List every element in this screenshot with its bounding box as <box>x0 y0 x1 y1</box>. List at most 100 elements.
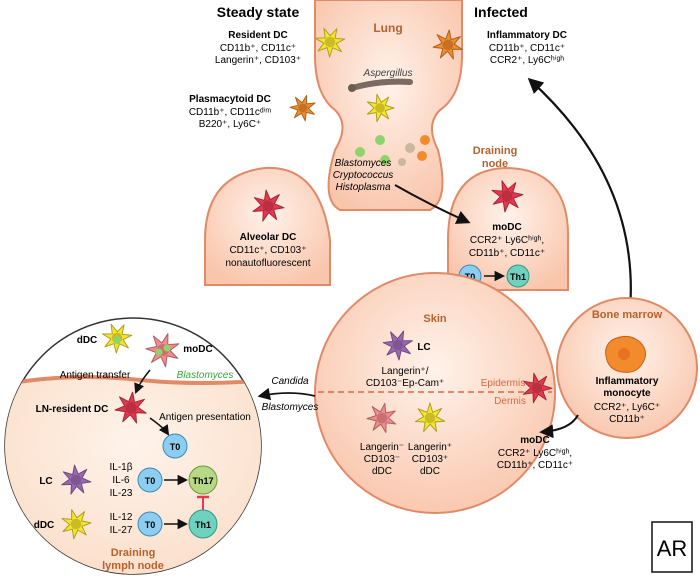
cell-nucleus <box>125 402 137 414</box>
ln-blastomyces-label: Blastomyces <box>177 370 234 381</box>
ln-lc-cytokine-2: IL-6 <box>112 475 130 486</box>
alveolar-dc-title: Alveolar DC <box>240 232 297 243</box>
skin-to-ln-arrow <box>257 387 316 401</box>
ln-title-2: lymph node <box>102 560 164 572</box>
candida-label: Candida <box>271 376 309 387</box>
ln-lc-cytokine-1: IL-1β <box>110 462 133 473</box>
resident-dc-title: Resident DC <box>228 30 287 41</box>
skin-ddc-neg-line-2: CD103⁻ <box>364 454 400 465</box>
blastomyces-label: Blastomyces <box>335 158 392 169</box>
ln-resident-dc-cell <box>114 391 147 424</box>
skin-circle <box>314 272 556 514</box>
aspergillus-label: Aspergillus <box>363 68 413 79</box>
ln-ddc-cytokine-1: IL-12 <box>110 512 133 523</box>
antigen-transfer-label: Antigen transfer <box>60 370 131 381</box>
alveolar-tissue <box>204 166 331 286</box>
cell-nucleus <box>375 103 385 113</box>
resident-dc-line-1: CD11b⁺, CD11c⁺ <box>220 43 296 54</box>
ln-t0-bottom-label: T0 <box>145 520 156 530</box>
ln-modc-dots <box>155 344 171 356</box>
draining-node-title-1: Draining <box>473 145 518 157</box>
pathogen-dots <box>355 135 430 166</box>
ln-th1-label: Th1 <box>195 520 211 530</box>
skin-lc-cell <box>382 330 413 361</box>
draining-node-t0-label: T0 <box>465 272 476 282</box>
ln-lc-label: LC <box>39 476 52 487</box>
cell-nucleus <box>501 190 513 202</box>
resident-dc-cell <box>315 27 346 58</box>
inflammatory-dc-line-2: CCR2⁺, Ly6Cʰⁱᵍʰ <box>490 55 564 66</box>
ln-title-1: Draining <box>111 547 156 559</box>
skin-ddc-pos-line-3: dDC <box>420 466 440 477</box>
draining-node-tissue <box>447 166 570 291</box>
skin-ddc-neg-line-1: Langerin⁻ <box>360 442 404 453</box>
lung-to-node-arrow <box>394 184 471 224</box>
ln-lc-cell <box>61 464 92 495</box>
cell-nucleus <box>424 412 436 424</box>
cell-nucleus <box>324 36 336 48</box>
infected-header: Infected <box>474 4 528 20</box>
ln-resident-dc-label: LN-resident DC <box>36 404 109 415</box>
cell-nucleus <box>298 103 308 113</box>
antigen-transfer-arrow <box>134 369 151 394</box>
cell-nucleus <box>262 200 274 212</box>
dermis-label: Dermis <box>494 396 526 407</box>
draining-node-modc-cell <box>491 180 524 213</box>
cell-nucleus <box>70 518 82 530</box>
marrow-to-lung-arrow <box>527 77 632 311</box>
monocyte-marker-2: CD11b⁺ <box>609 414 645 425</box>
bm-modc-line-1: CCR2⁺ Ly6Cʰⁱᵍʰ, <box>498 448 572 459</box>
antigen-presentation-label: Antigen presentation <box>159 412 251 423</box>
histoplasma-label: Histoplasma <box>335 182 390 193</box>
skin-ddc-neg-cell <box>366 402 397 433</box>
resident-dc-line-2: Langerin⁺, CD103⁺ <box>215 55 301 66</box>
plasmacytoid-dc-line-2: B220⁺, Ly6C⁺ <box>199 119 261 130</box>
skin-ddc-pos-line-2: CD103⁺ <box>412 454 448 465</box>
draining-node-th1-cell <box>506 264 530 288</box>
draining-node-modc-line-2: CD11b⁺, CD11c⁺ <box>469 248 545 259</box>
cryptococcus-label: Cryptococcus <box>333 170 394 181</box>
ln-th1-cell <box>188 509 218 539</box>
inflammatory-dc-cell <box>432 29 463 60</box>
svg-text:AR: AR <box>657 536 688 561</box>
lymph-node-circle <box>4 317 262 575</box>
monocyte-marker-1: CCR2⁺, Ly6C⁺ <box>594 402 660 413</box>
bone-marrow-title: Bone marrow <box>592 309 663 321</box>
plasmacytoid-dc-cell <box>289 95 316 122</box>
monocyte-line-2: monocyte <box>603 388 651 399</box>
epidermis-label: Epidermis <box>481 378 525 389</box>
ln-t0-mid-label: T0 <box>145 476 156 486</box>
bm-modc-cell <box>522 372 553 404</box>
skin-ddc-pos-line-1: Langerin⁺ <box>408 442 452 453</box>
skin-lc-label: LC <box>417 342 430 353</box>
ln-modc-label: moDC <box>183 344 212 355</box>
alveolar-dc-line-2: nonautofluorescent <box>225 258 310 269</box>
cell-nucleus <box>531 382 543 394</box>
skin-lc-line-1: Langerin⁺/ <box>382 366 429 377</box>
skin-blastomyces-label: Blastomyces <box>262 402 319 413</box>
ln-t0-top-label: T0 <box>170 442 181 452</box>
th1-inhibits-th17-mark <box>197 495 209 510</box>
ln-t0-top-cell <box>162 433 188 459</box>
draining-node-modc-title: moDC <box>492 222 521 233</box>
bm-modc-title: moDC <box>520 435 549 446</box>
ln-th17-cell <box>188 465 218 495</box>
ln-ddc-bottom-cell <box>61 509 92 540</box>
alveolar-dc-cell <box>252 189 285 222</box>
alveolar-dc-line-1: CD11c⁺, CD103⁺ <box>229 245 306 256</box>
steady-state-header: Steady state <box>217 4 300 20</box>
draining-node-modc-line-1: CCR2⁺ Ly6Cʰⁱᵍʰ, <box>470 235 544 246</box>
inflammatory-dc-line-1: CD11b⁺, CD11c⁺ <box>489 43 565 54</box>
ln-ddc-bottom-label: dDC <box>34 520 55 531</box>
plasmacytoid-dc-line-1: CD11b⁺, CD11cᵈⁱᵐ <box>189 107 272 118</box>
aspergillus-hypha <box>348 78 413 92</box>
cell-nucleus <box>392 339 404 351</box>
ln-ddc-top-dots <box>113 336 121 344</box>
bm-modc-line-2: CD11b⁺, CD11c⁺ <box>497 460 573 471</box>
cell-nucleus <box>442 39 454 51</box>
skin-ddc-neg-line-3: dDC <box>372 466 392 477</box>
cell-nucleus <box>70 474 82 486</box>
ln-t0-mid-cell <box>137 467 163 493</box>
plasmacytoid-dc-title: Plasmacytoid DC <box>189 94 271 105</box>
monocyte-line-1: Inflammatory <box>596 376 659 387</box>
